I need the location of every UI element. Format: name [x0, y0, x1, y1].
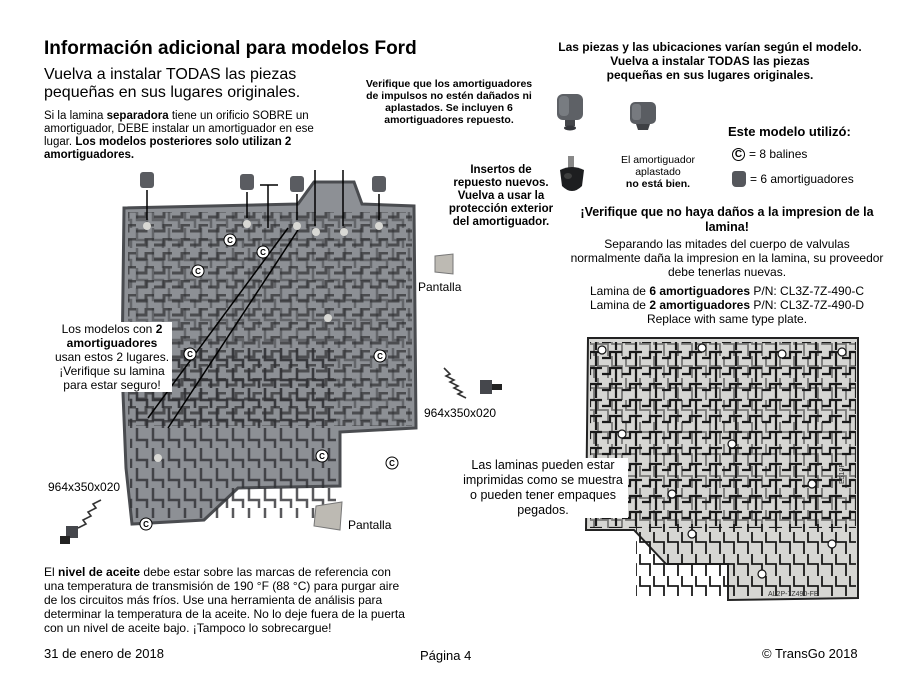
svg-text:C: C	[260, 248, 266, 257]
top-right-note: Las piezas y las ubicaciones varían segú…	[558, 40, 862, 82]
svg-text:C: C	[195, 267, 201, 276]
footer-date: 31 de enero de 2018	[44, 646, 164, 661]
plate-part-label: AL2P-7Z490-FB	[768, 591, 819, 598]
check-ball-markers: C C C C C C C C	[139, 233, 399, 531]
spring-label-right: 964x350x020	[424, 406, 497, 420]
footer-copyright: © TransGo 2018	[762, 646, 858, 661]
spring-label-left: 964x350x020	[48, 480, 121, 494]
two-damper-note: Los modelos con 2 amortiguadores usan es…	[52, 322, 172, 392]
svg-text:C: C	[377, 352, 383, 361]
svg-text:C: C	[227, 236, 233, 245]
damper-photo-insert	[556, 156, 588, 203]
svg-text:C: C	[143, 520, 149, 529]
svg-text:C: C	[319, 452, 325, 461]
page-subtitle: Vuelva a instalar TODAS las piezas peque…	[44, 66, 301, 101]
check-ball-icon: C	[732, 147, 745, 161]
valve-body-illustration: C C C C C C C C	[118, 168, 422, 540]
screen-part-top	[432, 252, 456, 281]
legend: Este modelo utilizó: C = 8 balines = 6 a…	[728, 124, 888, 187]
separator-note: Si la lamina separadora tiene un orifici…	[44, 110, 314, 161]
damper-icon	[732, 171, 746, 187]
screen-label-bottom: Pantalla	[348, 518, 392, 532]
plate-stamp-label: E510F	[839, 463, 846, 484]
svg-text:C: C	[187, 350, 193, 359]
oil-level-note: El nivel de aceite debe estar sobre las …	[44, 565, 405, 635]
impulse-damper-note: Verifique que los amortiguadores de impu…	[365, 78, 533, 126]
damper-photo-crushed	[626, 98, 660, 143]
screen-label-top: Pantalla	[418, 280, 462, 294]
legend-dampers: = 6 amortiguadores	[732, 171, 888, 187]
inserts-note: Insertos de repuesto nuevos. Vuelva a us…	[448, 164, 554, 228]
plate-note: Las laminas pueden estar imprimidas como…	[458, 458, 628, 518]
page-title: Información adicional para modelos Ford	[44, 38, 417, 59]
legend-balls: C = 8 balines	[732, 147, 888, 161]
screen-part-bottom	[312, 500, 346, 539]
legend-title: Este modelo utilizó:	[728, 124, 851, 139]
spring-part-right	[440, 362, 504, 407]
damper-photo-good	[553, 92, 587, 137]
crushed-damper-note: El amortiguador aplastado no está bien.	[620, 154, 696, 190]
svg-text:C: C	[389, 459, 395, 468]
spring-part-left	[60, 498, 116, 553]
footer-page: Página 4	[420, 648, 472, 663]
damage-note: ¡Verifique que no haya daños a la impres…	[570, 205, 884, 326]
separator-plate-illustration: E510F AL2P-7Z490-FB	[582, 334, 864, 606]
